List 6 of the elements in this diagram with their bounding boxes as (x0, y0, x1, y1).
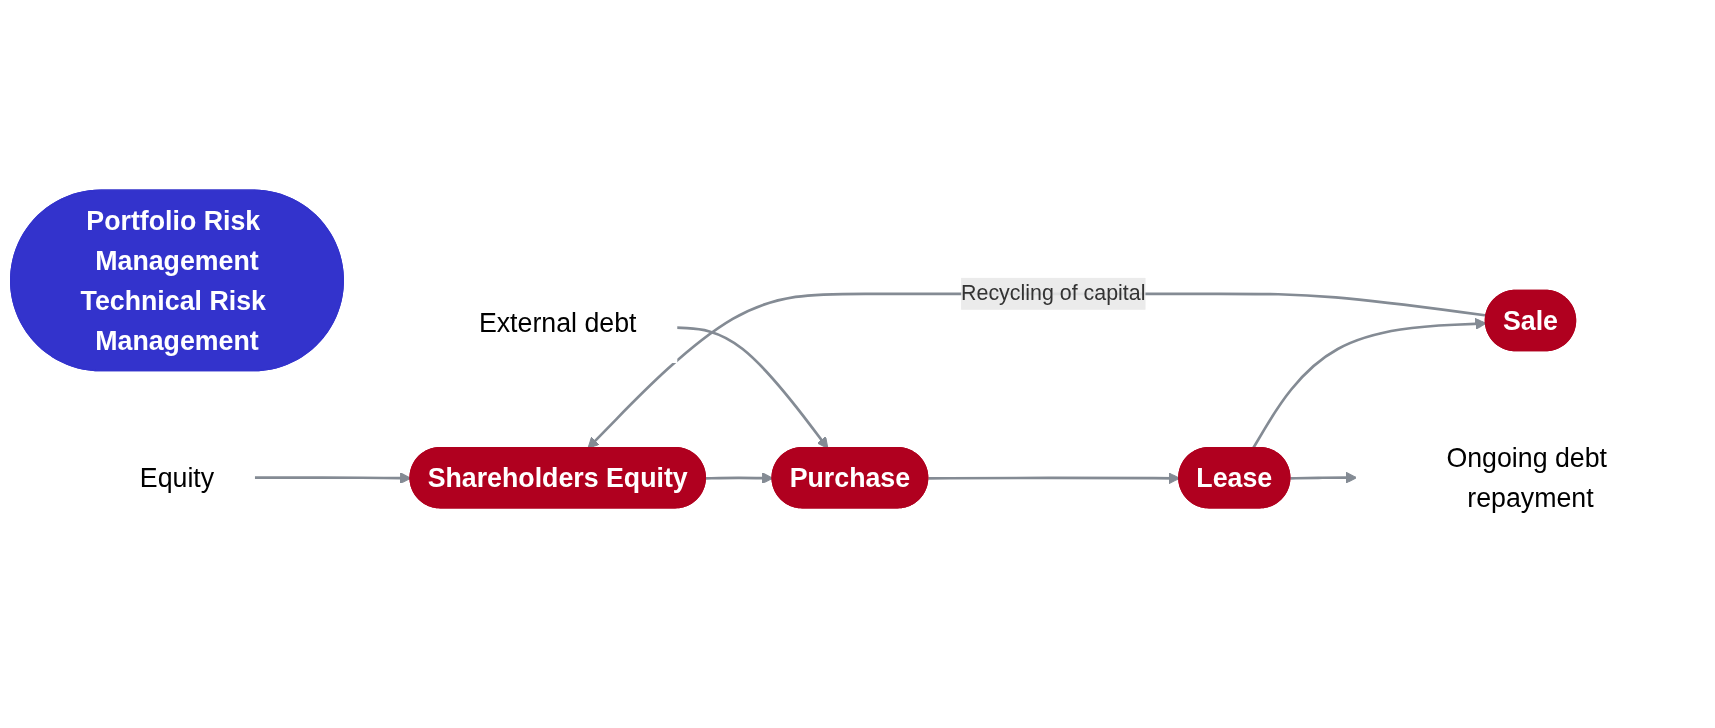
node-text: External debt (478, 307, 637, 337)
edge-label: Recycling of capital (961, 281, 1146, 305)
node-text: Ongoing debt repayment (1446, 442, 1608, 513)
arrow (587, 292, 1487, 449)
arrow (676, 326, 829, 449)
node-text: Equity (139, 462, 215, 493)
